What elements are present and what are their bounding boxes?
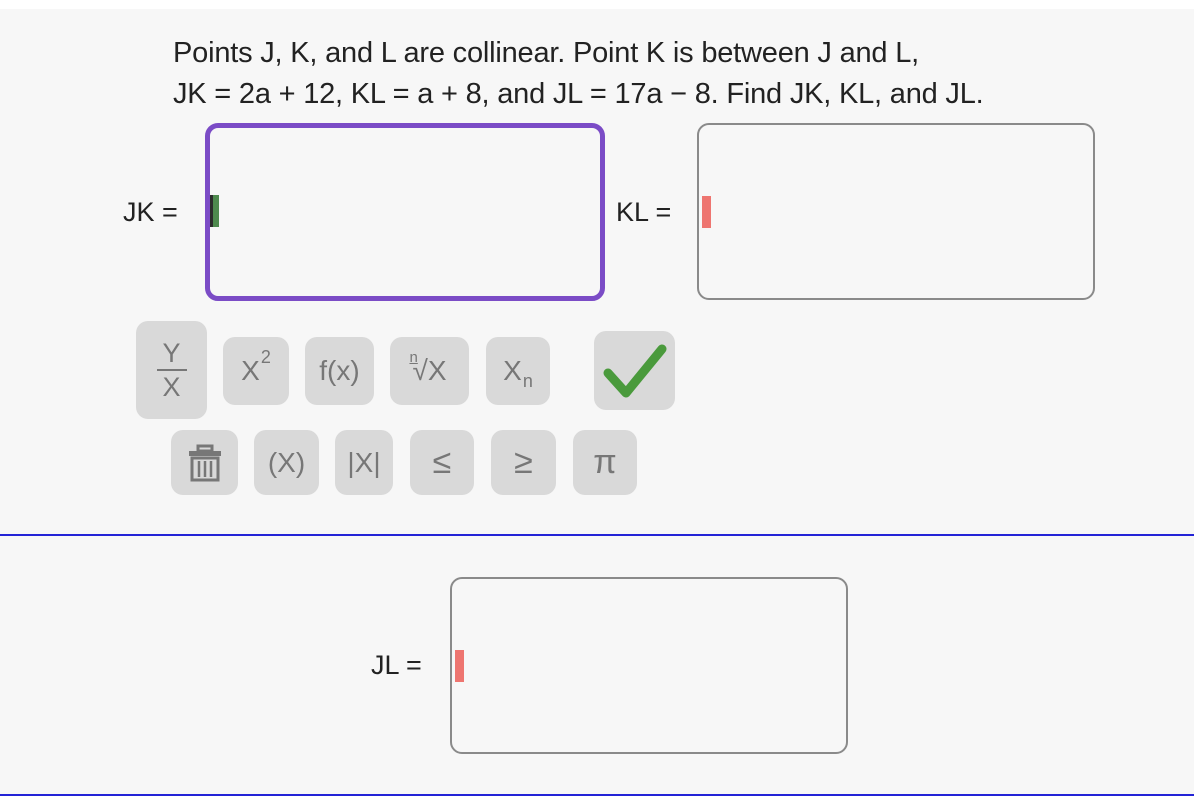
question-line-1: Points J, K, and L are collinear. Point … [173,37,920,69]
question-line-2: JK = 2a + 12, KL = a + 8, and JL = 17a −… [173,78,984,110]
greater-than-or-equal-key[interactable]: ≥ [491,430,556,495]
kl-answer-input[interactable] [697,123,1095,300]
greater-than-or-equal-key-label: ≥ [514,443,533,481]
pi-key-label: π [593,443,617,481]
kl-text-cursor [702,196,711,228]
clear-button[interactable] [171,430,238,495]
parentheses-key[interactable]: (X) [254,430,319,495]
subscript-key-index: n [522,370,533,391]
jl-label: JL = [371,650,422,680]
jk-answer-input[interactable] [205,123,605,301]
jl-answer-input[interactable] [450,577,848,754]
nth-root-key[interactable]: n√X [390,337,469,405]
checkmark-icon [603,344,666,397]
jl-panel: JL = [0,536,1194,794]
fraction-key[interactable]: Y X [136,321,207,419]
section-divider-2 [0,794,1194,796]
function-key-label: f(x) [319,355,360,386]
absolute-value-key[interactable]: |X| [335,430,393,495]
submit-button[interactable] [594,331,675,410]
kl-label: KL = [616,197,672,227]
power-key-base: X [241,355,260,386]
less-than-or-equal-key[interactable]: ≤ [410,430,474,495]
question-text: Points J, K, and L are collinear. Point … [173,33,1133,115]
question-panel: Points J, K, and L are collinear. Point … [0,9,1194,534]
less-than-or-equal-key-label: ≤ [432,443,452,481]
fraction-key-numerator: Y [162,338,181,368]
absolute-value-key-label: |X| [347,446,381,478]
jk-text-cursor [210,195,219,227]
pi-key[interactable]: π [573,430,637,495]
jk-label: JK = [123,197,178,227]
function-key[interactable]: f(x) [305,337,374,405]
fraction-bar-icon [156,369,187,371]
power-key-exponent: 2 [260,346,271,367]
nth-root-icon: n√X [409,349,447,387]
subscript-key-base: X [503,355,522,386]
jl-text-cursor [455,650,464,682]
nth-root-radicand: √X [412,355,447,386]
fraction-key-denominator: X [162,372,181,402]
parentheses-key-label: (X) [267,446,306,478]
section-divider-1 [0,534,1194,536]
trash-icon [188,444,221,481]
nth-root-index: n [409,349,418,366]
